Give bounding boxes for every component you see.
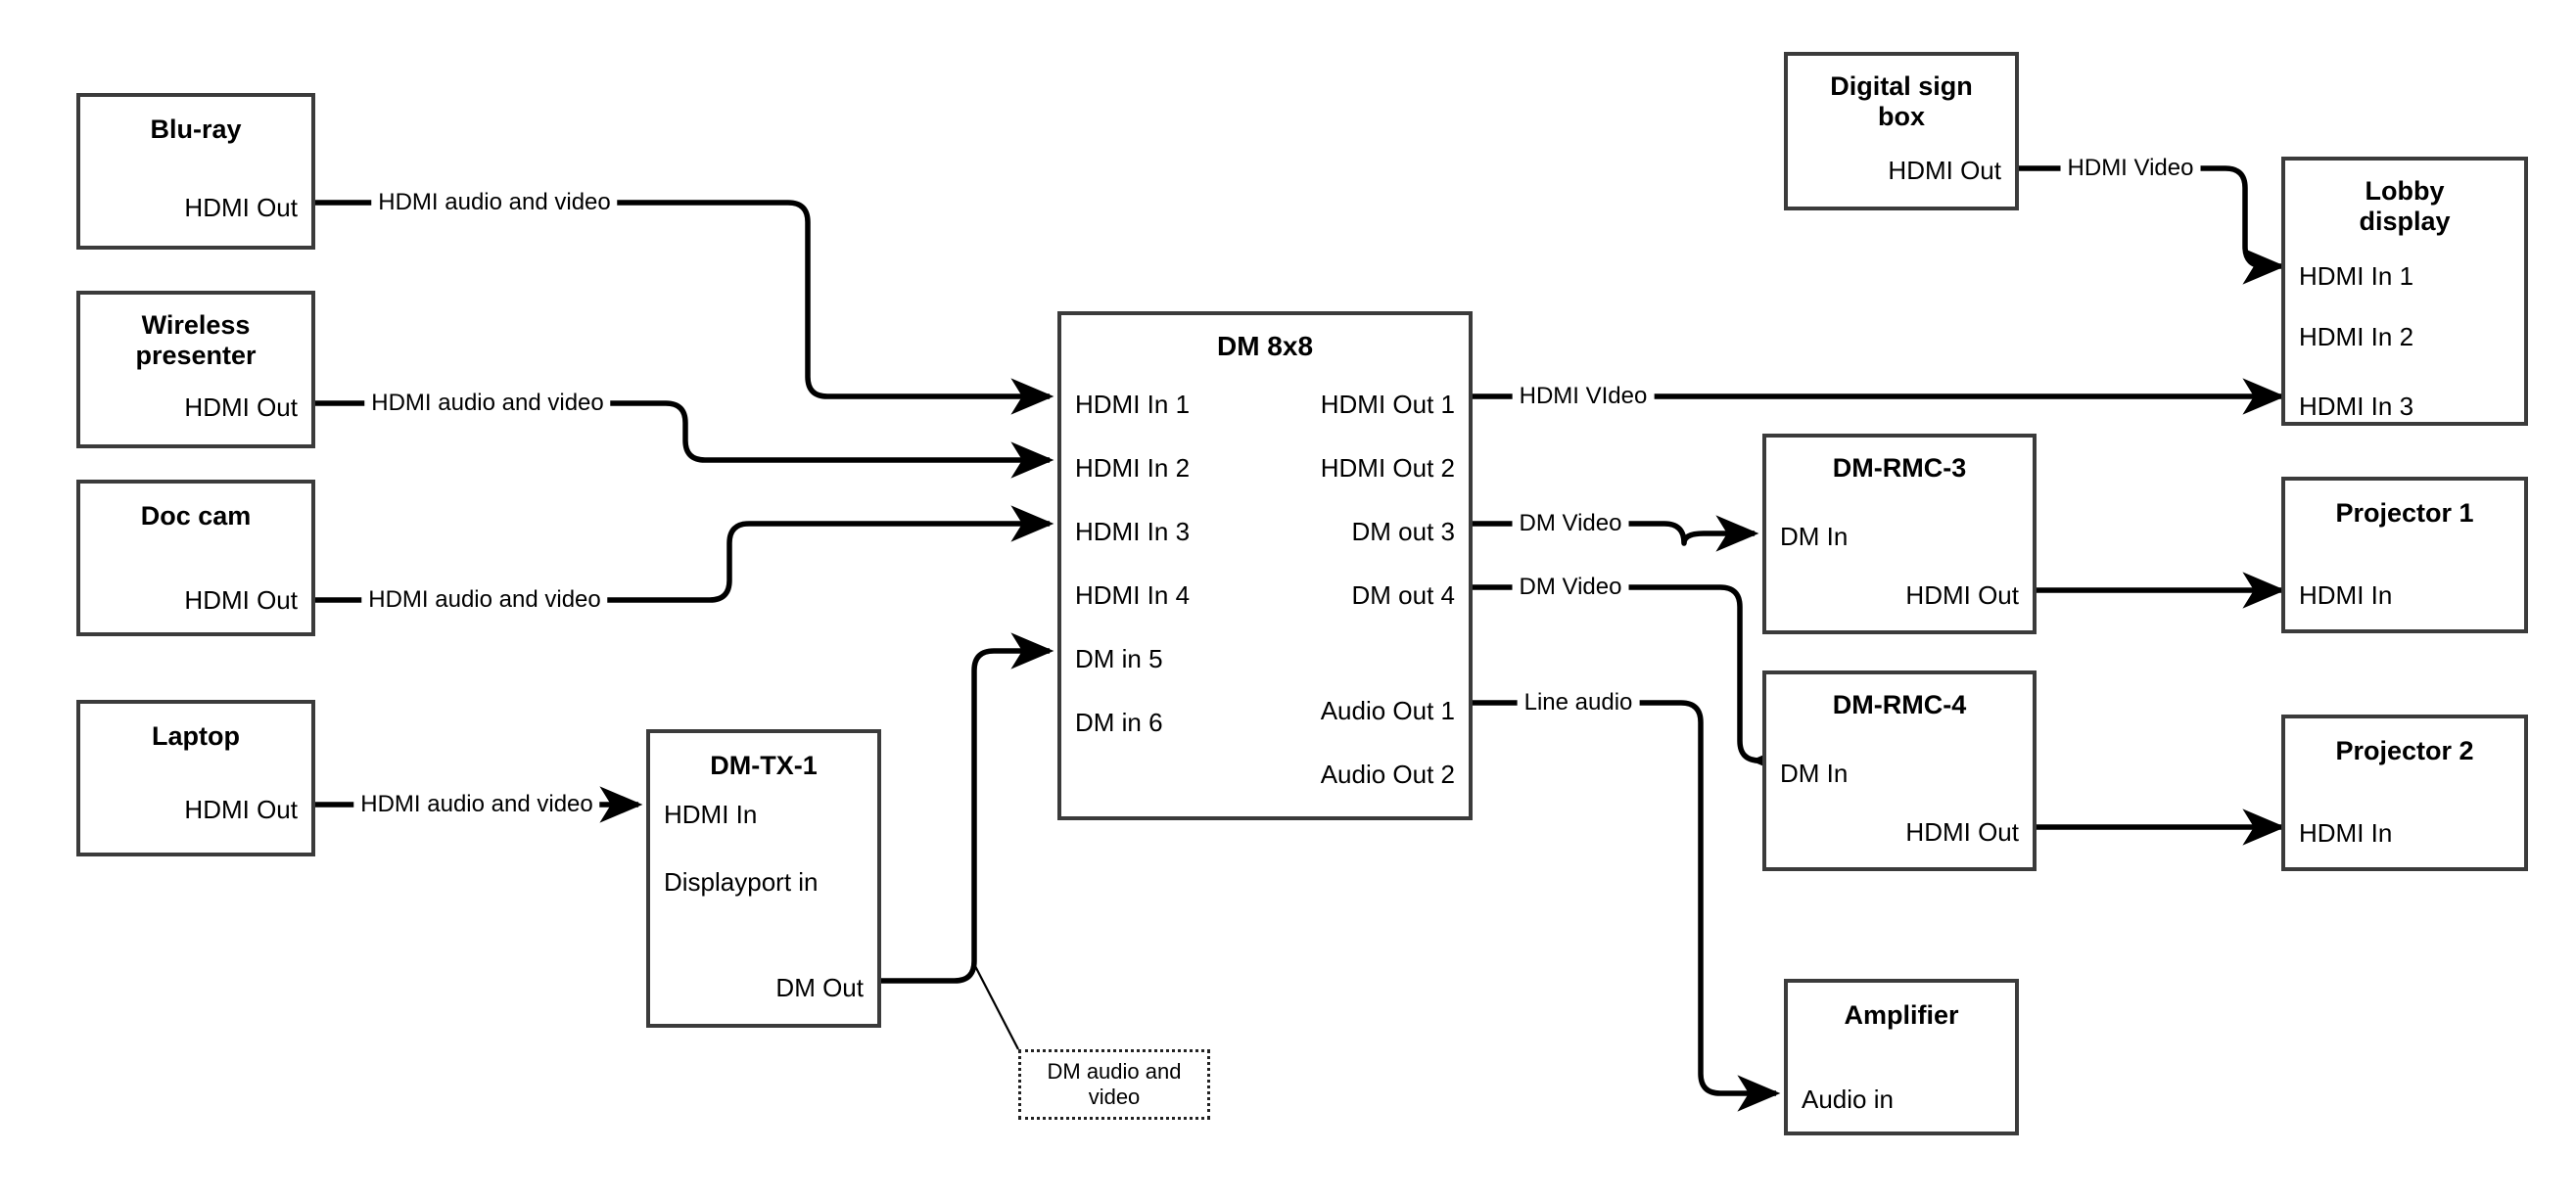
node-doc-cam-title: Doc cam	[140, 501, 252, 531]
node-dm-tx-1-port-displayport-in: Displayport in	[664, 867, 819, 897]
node-lobby-display-port-hdmi-in-1: HDMI In 1	[2299, 261, 2414, 291]
node-lobby-display-port-hdmi-in-2: HDMI In 2	[2299, 322, 2414, 351]
node-lobby-display-port-hdmi-in-3: HDMI In 3	[2299, 392, 2414, 421]
wire-audio-out-1-to-amplifier	[1473, 700, 1781, 1112]
node-dm-tx-1-title: DM-TX-1	[710, 751, 818, 780]
callout-text: DM audio and video	[1047, 1058, 1182, 1109]
edge-label-bluray: HDMI audio and video	[371, 191, 618, 214]
edge-label-audio-out-1: Line audio	[1517, 691, 1640, 715]
node-dm-8x8-port-hdmi-out-2: HDMI Out 2	[1320, 453, 1455, 483]
callout-dm-audio-and-video: DM audio and video	[1018, 1049, 1210, 1120]
node-wireless-presenter-title: Wireless presenter	[135, 310, 257, 371]
node-dm-rmc-4[interactable]: DM-RMC-4 DM In HDMI Out	[1762, 670, 2037, 871]
node-projector-1[interactable]: Projector 1 HDMI In	[2281, 477, 2528, 633]
node-laptop-port-hdmi-out: HDMI Out	[184, 795, 298, 824]
callout-leader-line	[973, 963, 1019, 1050]
node-lobby-display-title: Lobby display	[2359, 176, 2451, 237]
wire-doccam-to-hdmi-in-3	[315, 505, 1054, 603]
node-dm-rmc-4-title: DM-RMC-4	[1832, 690, 1967, 719]
node-amplifier[interactable]: Amplifier Audio in	[1784, 979, 2019, 1135]
node-dm-tx-1-port-dm-out: DM Out	[775, 973, 864, 1002]
edge-label-wireless: HDMI audio and video	[364, 392, 611, 415]
node-doc-cam-port-hdmi-out: HDMI Out	[184, 585, 298, 615]
node-dm-rmc-3-port-hdmi-out: HDMI Out	[1905, 580, 2019, 610]
wire-dm-out-3-to-rmc3	[1473, 515, 1759, 552]
node-dm-8x8-port-hdmi-in-3: HDMI In 3	[1075, 517, 1191, 546]
node-dm-8x8-port-audio-out-1: Audio Out 1	[1320, 696, 1455, 725]
node-amplifier-port-audio-in: Audio in	[1802, 1085, 1894, 1114]
node-dm-8x8-title: DM 8x8	[1216, 331, 1314, 361]
node-dm-8x8-port-hdmi-out-1: HDMI Out 1	[1320, 390, 1455, 419]
node-dm-tx-1[interactable]: DM-TX-1 HDMI In Displayport in DM Out	[646, 729, 881, 1028]
wire-dm-out-4-to-rmc4	[1473, 584, 1794, 779]
wire-dmtx1-to-dm-in-5	[881, 632, 1054, 984]
node-dm-8x8-port-hdmi-in-2: HDMI In 2	[1075, 453, 1191, 483]
edge-label-dm-out-3: DM Video	[1512, 512, 1629, 535]
node-dm-8x8-port-hdmi-in-1: HDMI In 1	[1075, 390, 1191, 419]
node-projector-1-title: Projector 1	[2335, 498, 2474, 528]
node-dm-rmc-4-port-dm-in: DM In	[1780, 759, 1849, 788]
node-dm-8x8-port-dm-in-6: DM in 6	[1075, 708, 1163, 737]
wire-bluray-to-hdmi-in-1	[315, 200, 1054, 415]
node-projector-1-port-hdmi-in: HDMI In	[2299, 580, 2393, 610]
edge-label-signbox: HDMI Video	[2060, 157, 2201, 180]
node-laptop[interactable]: Laptop HDMI Out	[76, 700, 315, 856]
node-doc-cam[interactable]: Doc cam HDMI Out	[76, 480, 315, 636]
node-dm-8x8-port-hdmi-in-4: HDMI In 4	[1075, 580, 1191, 610]
node-digital-sign-box-title: Digital sign box	[1830, 71, 1973, 132]
node-dm-tx-1-port-hdmi-in: HDMI In	[664, 800, 758, 829]
edge-label-doccam: HDMI audio and video	[361, 588, 608, 612]
node-amplifier-title: Amplifier	[1844, 1000, 1959, 1030]
edge-label-dm-out-4: DM Video	[1512, 576, 1629, 599]
node-dm-8x8-port-audio-out-2: Audio Out 2	[1320, 760, 1455, 789]
node-bluray-title: Blu-ray	[150, 115, 242, 144]
node-dm-rmc-3-title: DM-RMC-3	[1832, 453, 1967, 483]
wire-signbox-to-lobby-in-1	[2019, 165, 2286, 285]
node-dm-8x8[interactable]: DM 8x8 HDMI In 1 HDMI In 2 HDMI In 3 HDM…	[1057, 311, 1473, 820]
node-dm-8x8-port-dm-in-5: DM in 5	[1075, 644, 1163, 673]
node-dm-8x8-port-dm-out-4: DM out 4	[1351, 580, 1456, 610]
node-dm-rmc-3[interactable]: DM-RMC-3 DM In HDMI Out	[1762, 434, 2037, 634]
node-digital-sign-box-port-hdmi-out: HDMI Out	[1888, 156, 2001, 185]
node-projector-2-title: Projector 2	[2335, 736, 2474, 765]
edge-label-hdmi-out-1: HDMI VIdeo	[1512, 385, 1655, 408]
node-laptop-title: Laptop	[152, 721, 240, 751]
node-projector-2-port-hdmi-in: HDMI In	[2299, 818, 2393, 848]
node-bluray-port-hdmi-out: HDMI Out	[184, 193, 298, 222]
node-dm-8x8-port-dm-out-3: DM out 3	[1351, 517, 1456, 546]
node-wireless-presenter-port-hdmi-out: HDMI Out	[184, 393, 298, 422]
wire-wireless-to-hdmi-in-2	[315, 400, 1054, 479]
node-wireless-presenter[interactable]: Wireless presenter HDMI Out	[76, 291, 315, 448]
node-bluray[interactable]: Blu-ray HDMI Out	[76, 93, 315, 250]
edge-label-laptop: HDMI audio and video	[353, 793, 600, 816]
node-digital-sign-box[interactable]: Digital sign box HDMI Out	[1784, 52, 2019, 210]
node-dm-rmc-3-port-dm-in: DM In	[1780, 522, 1849, 551]
node-dm-rmc-4-port-hdmi-out: HDMI Out	[1905, 817, 2019, 847]
node-projector-2[interactable]: Projector 2 HDMI In	[2281, 715, 2528, 871]
node-lobby-display[interactable]: Lobby display HDMI In 1 HDMI In 2 HDMI I…	[2281, 157, 2528, 426]
